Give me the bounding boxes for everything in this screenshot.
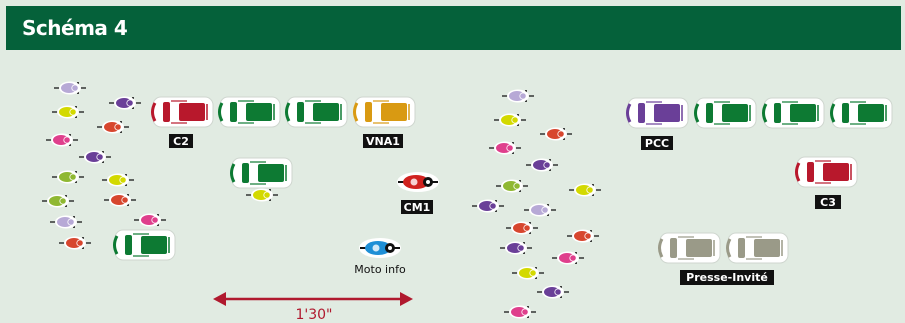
moto-info (359, 238, 401, 258)
label-moto-info: Moto info (354, 263, 406, 276)
cyclist (42, 194, 74, 208)
cyclist (524, 203, 556, 217)
vehicle-c2 (151, 96, 214, 128)
label-c2: C2 (169, 134, 193, 148)
label-pcc-text: PCC (645, 137, 669, 150)
label-pcc: PCC (641, 136, 673, 150)
vehicle-green (285, 96, 348, 128)
left-peloton (42, 81, 278, 250)
label-presse-invite: Presse-Invité (680, 270, 774, 285)
label-cm1: CM1 (401, 200, 433, 214)
cyclist (512, 266, 544, 280)
cyclist (494, 113, 526, 127)
vehicle-c3 (795, 156, 858, 188)
duration-arrow (213, 292, 413, 306)
label-c3: C3 (815, 195, 841, 209)
cyclist (567, 229, 599, 243)
label-vna1: VNA1 (363, 134, 403, 148)
cyclist (540, 127, 572, 141)
vehicle-green (762, 97, 825, 129)
cyclist (552, 251, 584, 265)
vehicle-green (230, 157, 293, 189)
cyclist (52, 105, 84, 119)
right-peloton (472, 89, 601, 319)
title-bar: Schéma 4 (6, 6, 901, 50)
cyclist (109, 96, 141, 110)
diagram-title: Schéma 4 (22, 16, 128, 40)
cyclist (504, 305, 536, 319)
vehicle-vna1 (353, 96, 416, 128)
cyclist (472, 199, 504, 213)
cyclist (506, 221, 538, 235)
cyclist (59, 236, 91, 250)
label-presse-invite-text: Presse-Invité (686, 271, 768, 284)
vehicle-presse-1 (658, 232, 721, 264)
label-cm1-text: CM1 (404, 201, 431, 214)
cyclist (104, 193, 136, 207)
label-c3-text: C3 (820, 196, 836, 209)
cyclist (102, 173, 134, 187)
vehicle-pcc (626, 97, 689, 129)
cyclist (502, 89, 534, 103)
vehicle-green (830, 97, 893, 129)
label-c2-text: C2 (173, 135, 189, 148)
label-vna1-text: VNA1 (366, 135, 400, 148)
cyclist (496, 179, 528, 193)
vehicle-green (218, 96, 281, 128)
cyclist (134, 213, 166, 227)
cyclist (46, 133, 78, 147)
cyclist (569, 183, 601, 197)
cyclist (526, 158, 558, 172)
cyclist (537, 285, 569, 299)
cyclist (97, 120, 129, 134)
cyclist (79, 150, 111, 164)
vehicle-presse-2 (726, 232, 789, 264)
cyclist (54, 81, 86, 95)
duration-label: 1'30" (295, 307, 332, 323)
vehicle-green (694, 97, 757, 129)
cyclist (50, 215, 82, 229)
cyclist (500, 241, 532, 255)
cyclist (246, 188, 278, 202)
cyclist (52, 170, 84, 184)
cyclist (489, 141, 521, 155)
vehicle-green (113, 229, 176, 261)
moto-cm1 (397, 172, 439, 192)
